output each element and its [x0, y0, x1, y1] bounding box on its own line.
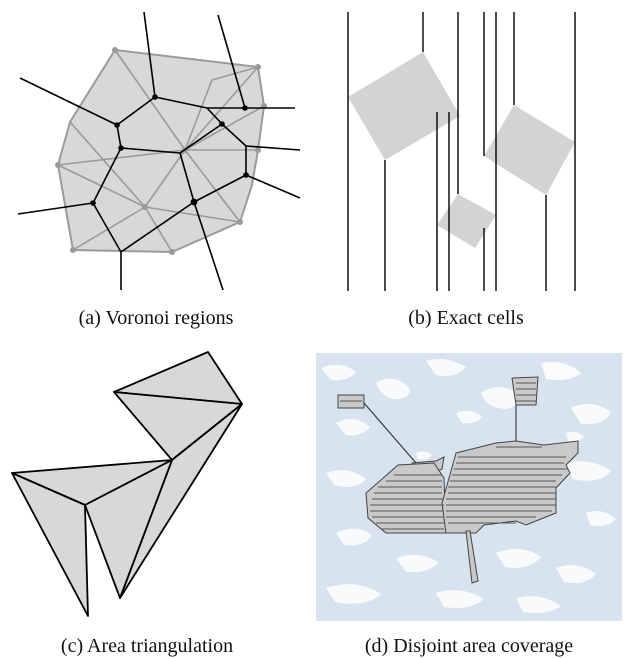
- caption-b: (b) Exact cells: [408, 307, 524, 329]
- triangulation-edges: [57, 49, 265, 253]
- panel-disjoint-area-coverage: (d) Disjoint area coverage: [316, 353, 622, 659]
- triangulation-diagram: [11, 351, 243, 617]
- caption-a: (a) Voronoi regions: [78, 307, 234, 329]
- transit-path: [363, 402, 517, 464]
- voronoi-vertices: [90, 94, 249, 206]
- cell-square-left: [348, 52, 460, 160]
- voronoi-edges: [17, 11, 301, 291]
- panel-area-triangulation: (c) Area triangulation: [0, 340, 310, 659]
- cell-square-right: [484, 105, 575, 195]
- sweep-lines: [347, 12, 576, 291]
- cell-square-bottom: [437, 194, 496, 248]
- caption-c: (c) Area triangulation: [60, 635, 234, 657]
- triangles: [11, 351, 243, 617]
- coverage-regions: [337, 376, 579, 584]
- coverage-sweep-lines: [340, 382, 568, 530]
- exact-cells-diagram: [347, 12, 576, 291]
- caption-d: (d) Disjoint area coverage: [364, 635, 574, 657]
- panel-exact-cells: (b) Exact cells: [310, 0, 625, 329]
- map-islands: [321, 359, 616, 614]
- coverage-map: [316, 353, 622, 621]
- panel-voronoi-regions: (a) Voronoi regions: [0, 0, 310, 329]
- voronoi-diagram: [17, 11, 301, 291]
